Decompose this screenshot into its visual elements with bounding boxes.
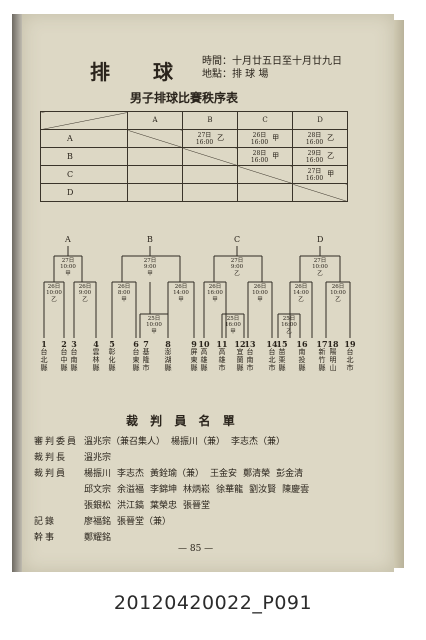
- page-number: — 85 —: [178, 544, 214, 554]
- schedule-cell-empty: [182, 165, 238, 184]
- row-header: D: [40, 183, 128, 202]
- page-edge: [394, 20, 404, 568]
- schedule-cell-empty: [237, 165, 293, 184]
- schedule-cell-empty: [292, 183, 348, 202]
- schedule-cell-empty: [182, 183, 238, 202]
- table-title: 男子排球比賽秩序表: [130, 91, 239, 105]
- time-label: 時間：: [202, 56, 232, 67]
- officials-list: 審判委員 溫兆宗（兼召集人）楊振川（兼）李志杰（兼） 裁判長 溫兆宗 裁判員 楊…: [34, 434, 309, 546]
- image-caption: 20120420022_P091: [113, 592, 313, 614]
- officials-title: 裁 判 員 名 單: [126, 414, 239, 428]
- row-header: C: [40, 165, 128, 184]
- schedule-row: D: [40, 183, 348, 202]
- officials-row: 邱文宗余溢福李錦坤林炳崧徐華龍劉汝賢陳慶雲: [84, 485, 310, 495]
- schedule-cell-empty: [237, 183, 293, 202]
- officials-row: 裁判長 溫兆宗: [34, 453, 112, 463]
- officials-row: 裁判員 楊振川李志杰黃銓瑜（兼）王金安鄭清榮彭金清: [34, 469, 304, 479]
- schedule-header-row: A B C D: [40, 111, 348, 130]
- officials-row: 幹事 鄭耀銘: [34, 533, 112, 543]
- schedule-cell-empty: [127, 147, 183, 166]
- book-spine: [12, 14, 24, 572]
- event-info: 時間：十月廿五日至十月廿九日 地點：排 球 場: [202, 55, 342, 81]
- column-header: B: [182, 111, 238, 130]
- place-label: 地點：: [202, 69, 232, 80]
- row-header: A: [40, 129, 128, 148]
- corner-cell: [40, 111, 128, 130]
- page-title: 排 球: [90, 60, 191, 84]
- officials-row: 審判委員 溫兆宗（兼召集人）楊振川（兼）李志杰（兼）: [34, 437, 286, 447]
- time-value: 十月廿五日至十月廿九日: [232, 56, 342, 67]
- officials-row: 記錄 廖福銘張晉堂（兼）: [34, 517, 172, 527]
- column-header: A: [127, 111, 183, 130]
- schedule-cell-empty: [127, 183, 183, 202]
- schedule-cell-empty: [182, 147, 238, 166]
- row-header: B: [40, 147, 128, 166]
- column-header: D: [292, 111, 348, 130]
- officials-row: 張銀松洪江鎬葉榮忠張晉堂: [84, 501, 211, 511]
- column-header: C: [237, 111, 293, 130]
- schedule-cell-empty: [127, 165, 183, 184]
- place-value: 排 球 場: [232, 69, 269, 80]
- schedule-cell-empty: [127, 129, 183, 148]
